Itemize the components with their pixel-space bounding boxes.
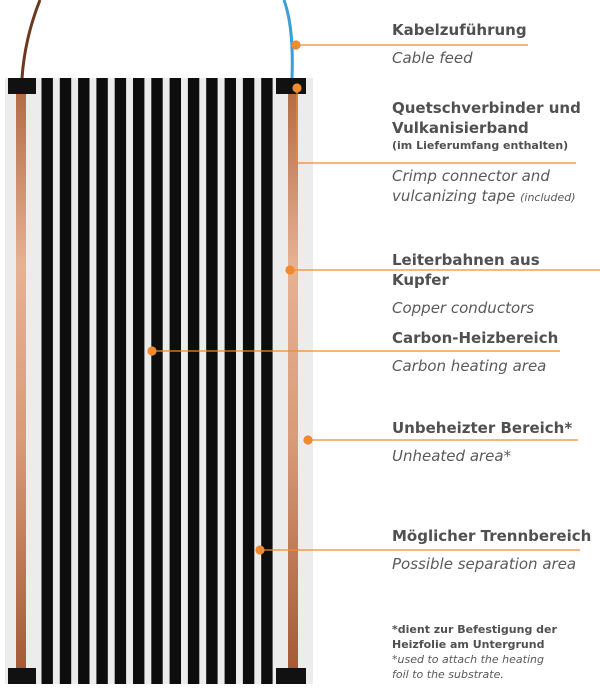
footnote-en-line2: foil to the substrate. — [392, 668, 504, 681]
label-de-small: (im Lieferumfang enthalten) — [392, 139, 569, 152]
label-en: Carbon heating area — [392, 357, 547, 375]
left-cable — [20, 0, 42, 79]
label-cable-feed: Kabelzuführung Cable feed — [392, 20, 527, 68]
carbon-strip — [133, 78, 145, 684]
left-copper-conductor — [16, 92, 26, 672]
label-en-line2: vulcanizing tape (included) — [392, 186, 581, 208]
marker-cable-feed — [291, 40, 301, 50]
marker-unheated — [303, 435, 313, 445]
label-de: Unbeheizter Bereich* — [392, 419, 573, 437]
label-de: Kabelzuführung — [392, 21, 527, 39]
label-en: Copper conductors — [392, 299, 535, 317]
crimp-connector-top-right — [276, 78, 306, 94]
footnote-de-line2: Heizfolie am Untergrund — [392, 638, 545, 651]
carbon-strip — [151, 78, 163, 684]
label-unheated-area: Unbeheizter Bereich* Unheated area* — [392, 418, 572, 466]
label-en: Unheated area* — [392, 447, 512, 465]
marker-separation — [255, 545, 265, 555]
label-de: Quetschverbinder und — [392, 99, 581, 117]
footnote-en-line1: *used to attach the heating — [392, 653, 544, 666]
label-crimp-connector: Quetschverbinder und Vulkanisierband (im… — [392, 98, 581, 208]
footnote: *dient zur Befestigung der Heizfolie am … — [392, 622, 597, 682]
right-copper-conductor — [288, 92, 298, 672]
carbon-strip — [114, 78, 127, 684]
carbon-strip — [169, 78, 181, 684]
carbon-strip — [59, 78, 72, 684]
label-de: Möglicher Trennbereich — [392, 527, 592, 545]
label-copper-conductors: Leiterbahnen aus Kupfer Copper conductor… — [392, 250, 600, 318]
label-carbon-heating: Carbon-Heizbereich Carbon heating area — [392, 328, 558, 376]
carbon-strip — [261, 78, 273, 684]
label-en: Cable feed — [392, 49, 473, 67]
label-separation-area: Möglicher Trennbereich Possible separati… — [392, 526, 591, 574]
carbon-strip — [96, 78, 108, 684]
footnote-de-line1: *dient zur Befestigung der — [392, 623, 557, 636]
carbon-strip — [242, 78, 255, 684]
carbon-strip — [78, 78, 90, 684]
label-de: Leiterbahnen aus Kupfer — [392, 251, 540, 289]
marker-copper — [285, 265, 295, 275]
label-en: Possible separation area — [392, 555, 577, 573]
label-en: Crimp connector and — [392, 167, 550, 185]
carbon-strip — [41, 78, 53, 684]
label-en-line2-text: vulcanizing tape — [392, 187, 516, 205]
marker-carbon — [147, 346, 157, 356]
marker-crimp — [292, 83, 302, 93]
carbon-strip — [187, 78, 200, 684]
right-cable — [282, 0, 294, 79]
label-de-line2: Vulkanisierband — [392, 119, 529, 137]
crimp-connector-bottom-left — [8, 668, 36, 684]
leader-line-crimp — [296, 88, 576, 164]
carbon-strips — [41, 78, 273, 684]
carbon-strip — [206, 78, 218, 684]
crimp-connector-bottom-right — [276, 668, 306, 684]
crimp-connector-top-left — [8, 78, 36, 94]
label-de: Carbon-Heizbereich — [392, 329, 559, 347]
carbon-strip — [224, 78, 236, 684]
label-en-small: (included) — [520, 191, 576, 204]
